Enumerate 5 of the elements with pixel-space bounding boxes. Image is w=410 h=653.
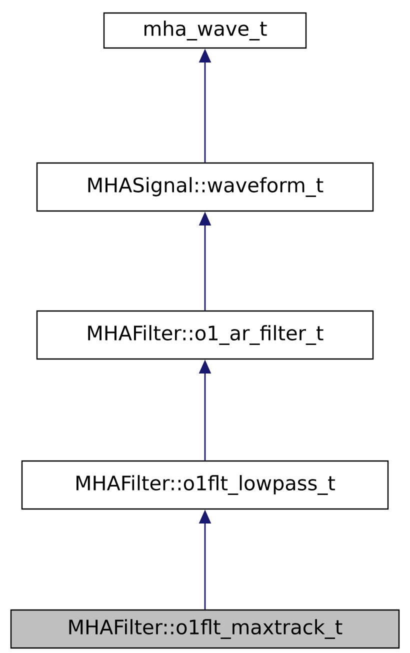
class-box: MHAFilter::o1_ar_filter_t xyxy=(36,310,374,360)
class-box: MHAFilter::o1flt_maxtrack_t xyxy=(10,609,400,649)
class-box: MHAFilter::o1flt_lowpass_t xyxy=(21,460,389,510)
class-box: MHASignal::waveform_t xyxy=(36,162,374,212)
class-box: mha_wave_t xyxy=(103,12,307,49)
